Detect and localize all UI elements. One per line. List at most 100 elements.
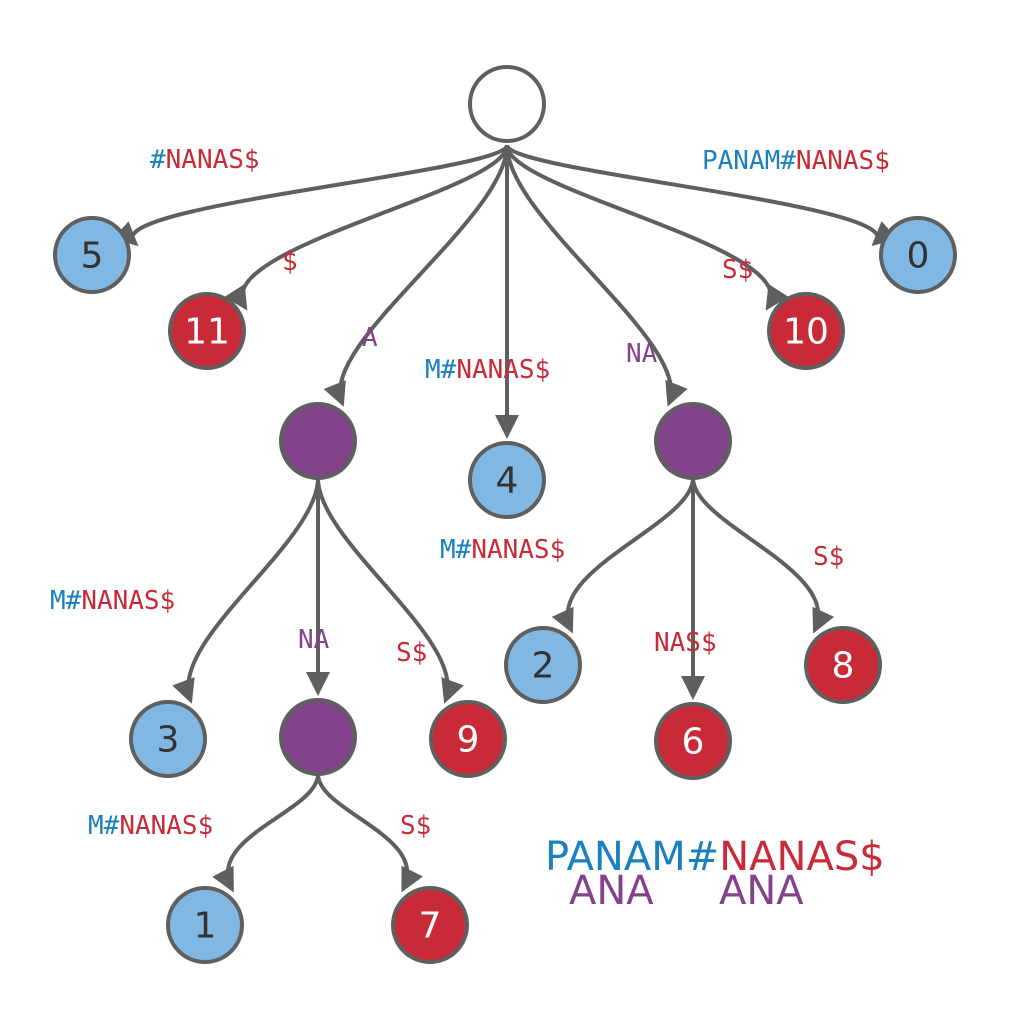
edge-label-root-to-nNA: NA [626,339,658,369]
edge-label-part: NANAS$ [81,586,175,616]
node-root [468,65,546,143]
edge-label-part: NA [298,625,330,655]
node-label-n0: 0 [907,236,930,277]
edge-label-part: S$ [722,255,753,285]
edge-label-nANA-to-n1: M#NANAS$ [88,811,213,841]
edge-label-part: NAS$ [654,628,717,658]
edge-label-nA-to-nANA: NA [298,625,330,655]
edge-label-nA-to-n9: S$ [396,638,427,668]
node-n8: 8 [804,626,882,704]
node-label-n8: 8 [832,646,855,687]
edge-label-nNA-to-n6: NAS$ [654,628,717,658]
node-circle-n8 [804,626,882,704]
node-circle-n10 [767,292,845,370]
edge-label-part: NANAS$ [119,811,213,841]
node-circle-n2 [504,626,582,704]
edge-label-part: NANAS$ [166,145,260,175]
edge-label-root-to-n0: PANAM#NANAS$ [702,146,890,176]
node-circle-n11 [168,292,246,370]
node-circle-n9 [429,700,507,778]
node-label-n11: 11 [184,312,230,353]
node-nNA [654,402,732,480]
legend-line-2-left: ANA [569,868,654,914]
node-n0: 0 [879,216,957,294]
node-circle-n3 [129,700,207,778]
edge-label-part: M# [50,586,82,616]
edge-nNA-to-n2 [551,477,695,634]
node-n9: 9 [429,700,507,778]
legend-line-1-part-2: NANAS$ [719,834,884,880]
edge-root-to-n10 [505,144,789,311]
edge-label-root-to-nA: A [362,323,378,353]
node-label-n7: 7 [419,906,442,947]
edge-label-nA-to-n3: M#NANAS$ [50,586,175,616]
node-circle-nNA [654,402,732,480]
edge-label-nANA-to-n7: S$ [400,811,431,841]
edge-label-part: NANAS$ [456,355,550,385]
edge-label-part: S$ [400,811,431,841]
edge-label-part: M# [425,355,457,385]
edges-layer [112,143,898,893]
node-circle-n7 [391,886,469,964]
node-n10: 10 [767,292,845,370]
edge-label-part: A [362,323,378,353]
node-n6: 6 [654,702,732,780]
node-nA [279,402,357,480]
edge-label-part: S$ [396,638,427,668]
edge-labels-layer: #NANAS$$AM#NANAS$NAS$PANAM#NANAS$M#NANAS… [50,145,890,841]
edge-label-root-to-n4: M#NANAS$ [425,355,550,385]
legend: PANAM#NANAS$ ANA ANA [545,834,885,914]
node-circle-root [468,65,546,143]
legend-line-2-right: ANA [719,868,804,914]
node-n2: 2 [504,626,582,704]
edge-label-part: NANAS$ [796,146,890,176]
node-label-n1: 1 [194,906,217,947]
edge-nA-to-n3 [172,477,320,704]
edge-label-part: # [150,145,166,175]
edge-root-to-nA [323,144,509,407]
edge-root-to-n11 [224,144,509,311]
edge-label-part: NANAS$ [471,535,565,565]
node-label-n9: 9 [457,720,480,761]
edge-label-nNA-to-n8: S$ [813,542,844,572]
node-n3: 3 [129,700,207,778]
node-label-n10: 10 [783,312,829,353]
edge-label-root-to-n11: $ [282,247,298,277]
node-n4: 4 [468,441,546,519]
node-nANA [279,698,357,776]
node-label-n3: 3 [157,720,180,761]
edge-label-root-to-n5: #NANAS$ [150,145,260,175]
edge-root-to-n5 [112,143,509,247]
node-circle-nA [279,402,357,480]
legend-line-1: PANAM#NANAS$ [545,834,885,880]
edge-root-to-nNA [505,144,688,407]
edge-root-to-n0 [505,144,898,247]
edge-label-part: $ [282,247,298,277]
edge-nANA-to-n1 [212,773,320,893]
nodes-layer: 5 11 4 10 0 3 9 2 6 8 1 7 [53,65,957,964]
edge-nA-to-n9 [316,477,464,704]
node-circle-n1 [166,886,244,964]
node-n7: 7 [391,886,469,964]
node-n11: 11 [168,292,246,370]
edge-label-part: M# [88,811,120,841]
edge-label-root-to-n10: S$ [722,255,753,285]
node-circle-n5 [53,216,131,294]
node-circle-nANA [279,698,357,776]
node-circle-n4 [468,441,546,519]
edge-nANA-to-n7 [316,773,423,893]
node-label-n5: 5 [81,236,104,277]
node-circle-n0 [879,216,957,294]
edge-label-nNA-to-n2: M#NANAS$ [440,535,565,565]
edge-label-part: NA [626,339,658,369]
edge-label-part: S$ [813,542,844,572]
node-n1: 1 [166,886,244,964]
node-label-n4: 4 [496,461,519,502]
node-n5: 5 [53,216,131,294]
edge-label-part: M# [440,535,472,565]
node-label-n2: 2 [532,646,555,687]
node-circle-n6 [654,702,732,780]
edge-nNA-to-n8 [691,477,835,634]
legend-line-1-part-1: PANAM# [545,834,719,880]
node-label-n6: 6 [682,722,705,763]
